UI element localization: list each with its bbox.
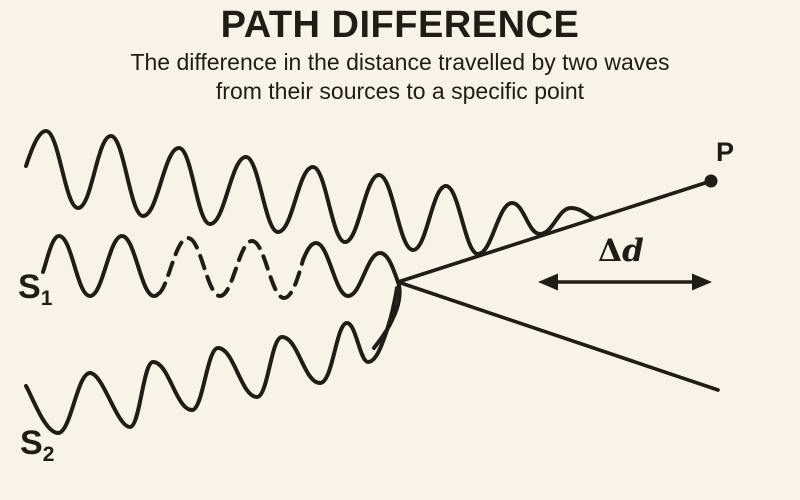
ray-lower (396, 280, 720, 392)
s1-wave-solid-right (301, 241, 402, 350)
header: PATH DIFFERENCE The difference in the di… (0, 4, 800, 105)
arrowhead-right (692, 273, 712, 291)
subtitle-line-2: from their sources to a specific point (215, 78, 585, 104)
arrowhead-left (538, 273, 558, 291)
source-2-base: S (20, 424, 43, 462)
s1-wave-dashed-section (156, 236, 305, 300)
source-1-subscript: 1 (40, 287, 53, 310)
source-1-base: S (18, 268, 41, 306)
distance-variable: d (622, 233, 644, 269)
top-wave (24, 129, 595, 256)
s2-wave (24, 286, 399, 435)
point-p-label: P (716, 137, 735, 167)
ray-to-point-p (396, 180, 710, 284)
source-2-label: S2 (20, 424, 55, 466)
subtitle-line-1: The difference in the distance travelled… (130, 49, 670, 75)
path-difference-arrow (538, 273, 712, 291)
source-2-subscript: 2 (42, 443, 55, 466)
path-difference-label: Δd (598, 233, 644, 269)
s1-wave-solid-left (41, 234, 159, 298)
page-title: PATH DIFFERENCE (220, 4, 580, 46)
source-1-label: S1 (18, 268, 53, 310)
point-p-dot (704, 174, 718, 188)
delta-symbol: Δ (598, 233, 623, 269)
